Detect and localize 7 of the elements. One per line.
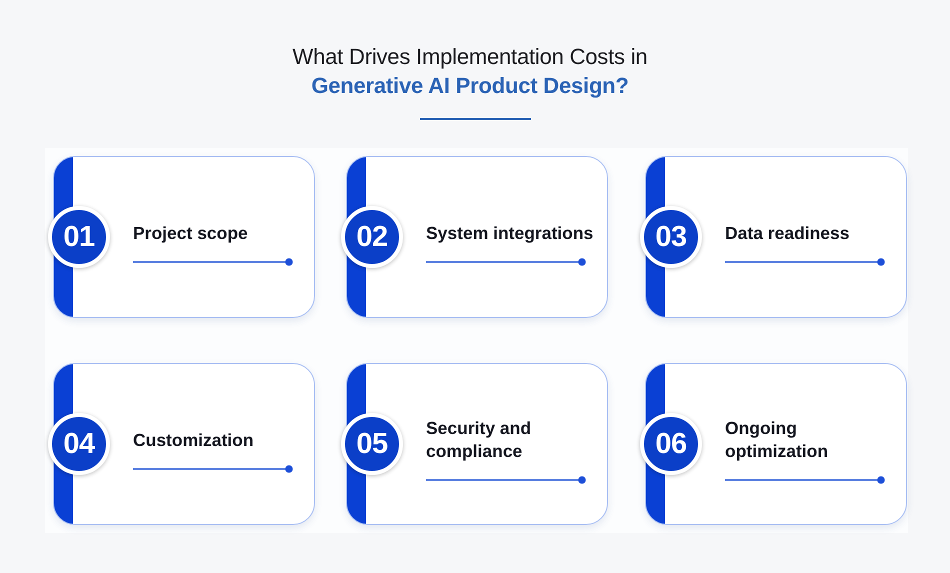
factor-label: Security and compliance [426, 417, 532, 463]
diagram-title: What Drives Implementation Costs in Generative AI Product Design? [292, 43, 648, 100]
factor-label: Project scope [133, 222, 249, 245]
factor-label: Ongoing optimization [725, 417, 830, 463]
factor-label: System integrations [426, 222, 594, 245]
factor-label: Customization [133, 429, 255, 452]
factor-label: Data readiness [725, 222, 851, 245]
